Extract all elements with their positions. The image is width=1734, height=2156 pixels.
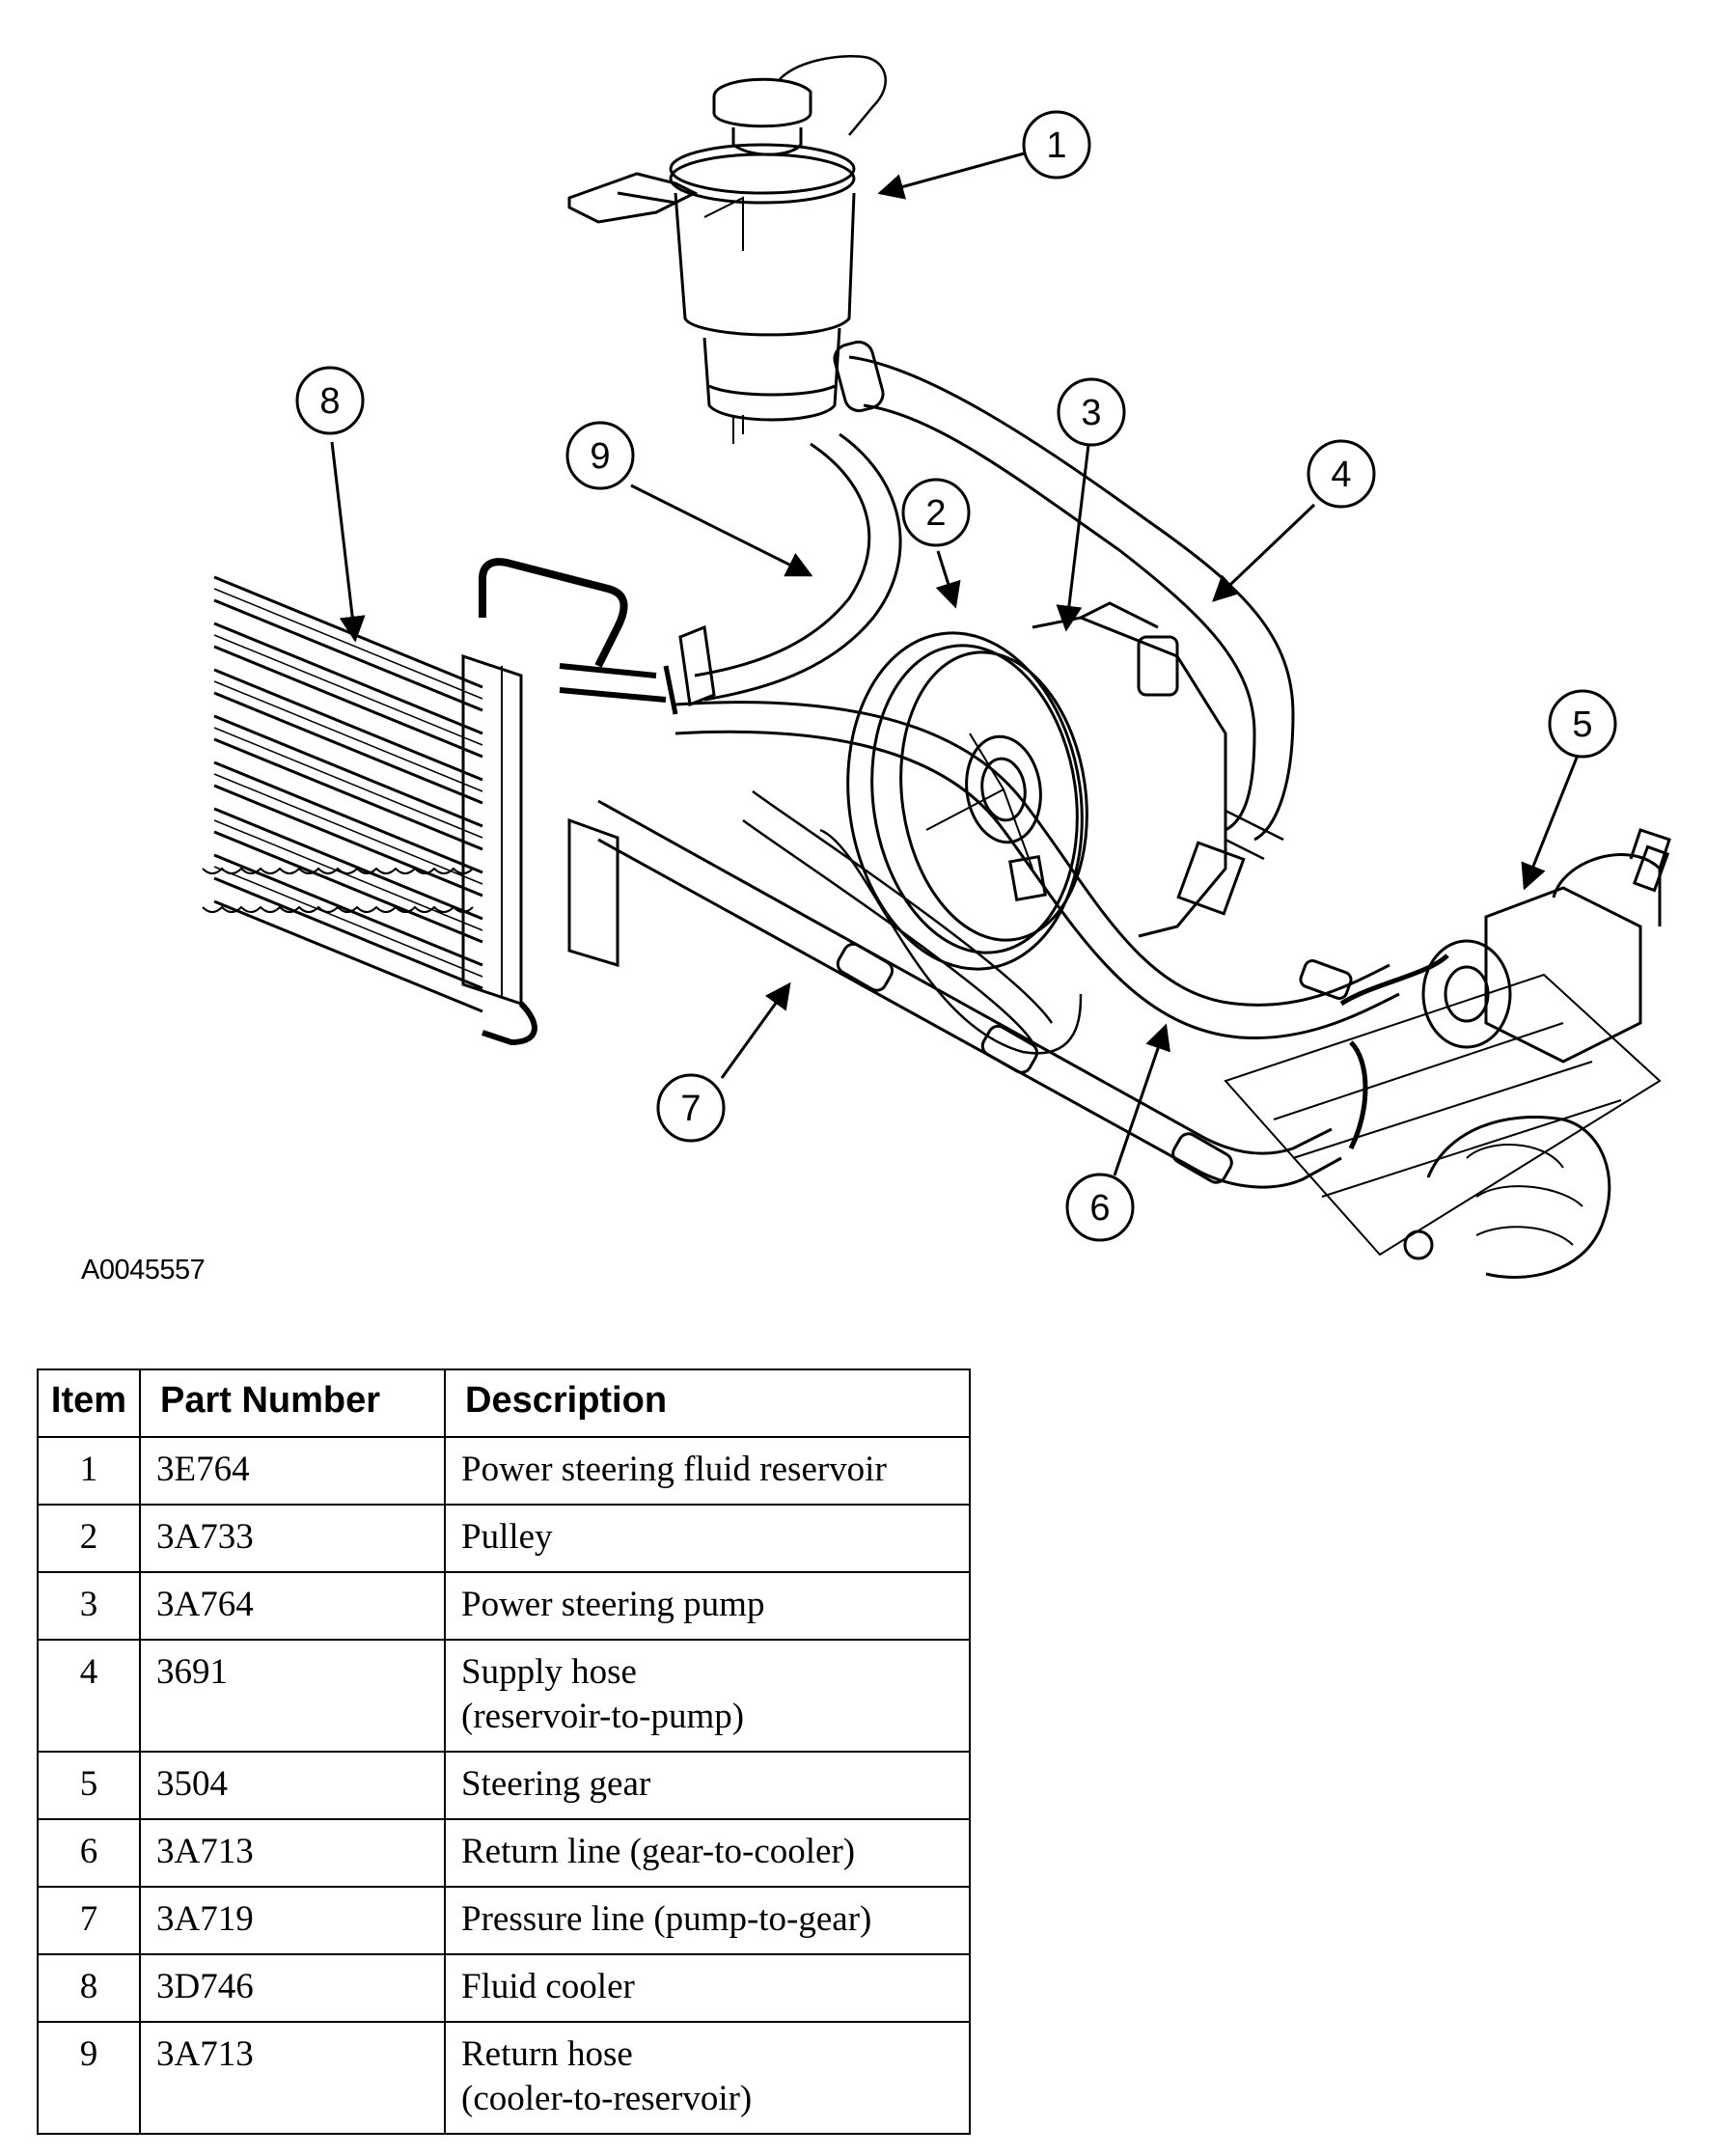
description-line: (cooler-to-reservoir) <box>461 2079 753 2118</box>
svg-text:4: 4 <box>1331 455 1351 495</box>
part-number-cell: 3A713 <box>139 2021 446 2135</box>
table-header-row: Item Part Number Description <box>37 1368 971 1438</box>
description-cell: Power steering fluid reservoir <box>444 1436 971 1506</box>
table-row: 9 3A713 Return hose (cooler-to-reservoir… <box>37 2021 971 2135</box>
return-hose-drawing <box>559 432 902 715</box>
callout-6: 6 <box>1065 1173 1135 1242</box>
description-line: Power steering fluid reservoir <box>461 1450 887 1489</box>
callout-4: 4 <box>1307 439 1376 509</box>
part-number-cell: 3A713 <box>139 1818 446 1888</box>
header-item: Item <box>37 1368 141 1438</box>
svg-text:2: 2 <box>925 493 946 534</box>
item-cell: 3 <box>37 1571 141 1641</box>
description-cell: Fluid cooler <box>444 1953 971 2023</box>
table-row: 8 3D746 Fluid cooler <box>37 1953 971 2023</box>
part-number-cell: 3A733 <box>139 1504 446 1573</box>
table-row: 3 3A764 Power steering pump <box>37 1571 971 1641</box>
callout-8: 8 <box>295 366 365 435</box>
part-number-cell: 3E764 <box>139 1436 446 1506</box>
callout-7: 7 <box>656 1073 726 1143</box>
description-cell: Supply hose (reservoir-to-pump) <box>444 1639 971 1753</box>
description-cell: Return hose (cooler-to-reservoir) <box>444 2021 971 2135</box>
svg-text:5: 5 <box>1572 705 1592 745</box>
part-number-cell: 3A719 <box>139 1886 446 1955</box>
callout-leaders <box>330 151 1583 1176</box>
description-line: Return line (gear-to-cooler) <box>461 1832 856 1871</box>
figure-id-label: A0045557 <box>81 1255 206 1285</box>
svg-text:9: 9 <box>590 436 610 477</box>
part-number-cell: 3691 <box>139 1639 446 1753</box>
reservoir-drawing <box>567 55 887 444</box>
item-cell: 5 <box>37 1751 141 1820</box>
description-line: Pulley <box>461 1517 553 1557</box>
part-number-cell: 3A764 <box>139 1571 446 1641</box>
table-row: 4 3691 Supply hose (reservoir-to-pump) <box>37 1639 971 1753</box>
description-line: Pressure line (pump-to-gear) <box>461 1899 872 1939</box>
item-cell: 2 <box>37 1504 141 1573</box>
item-cell: 4 <box>37 1639 141 1753</box>
item-cell: 9 <box>37 2021 141 2135</box>
steering-gear-drawing <box>1224 828 1671 1279</box>
pump-and-pulley-drawing <box>819 601 1246 1055</box>
description-line: (reservoir-to-pump) <box>461 1697 745 1736</box>
header-part-number: Part Number <box>139 1368 446 1438</box>
table-row: 5 3504 Steering gear <box>37 1751 971 1820</box>
svg-text:3: 3 <box>1081 393 1101 433</box>
item-cell: 1 <box>37 1436 141 1506</box>
header-description: Description <box>444 1368 971 1438</box>
item-cell: 7 <box>37 1886 141 1955</box>
description-cell: Power steering pump <box>444 1571 971 1641</box>
description-line: Power steering pump <box>461 1585 765 1624</box>
description-cell: Pressure line (pump-to-gear) <box>444 1886 971 1955</box>
callout-5: 5 <box>1548 689 1617 759</box>
part-number-cell: 3D746 <box>139 1953 446 2023</box>
description-cell: Steering gear <box>444 1751 971 1820</box>
description-line: Return hose <box>461 2034 633 2074</box>
callout-1: 1 <box>1022 110 1091 180</box>
parts-table: Item Part Number Description 1 3E764 Pow… <box>37 1368 971 2135</box>
callout-9: 9 <box>565 421 635 490</box>
svg-text:6: 6 <box>1089 1188 1110 1229</box>
callout-3: 3 <box>1057 377 1126 447</box>
description-cell: Pulley <box>444 1504 971 1573</box>
table-row: 2 3A733 Pulley <box>37 1504 971 1573</box>
svg-text:7: 7 <box>680 1089 701 1129</box>
fluid-cooler-drawing <box>202 558 628 1046</box>
svg-text:1: 1 <box>1046 125 1066 166</box>
item-cell: 8 <box>37 1953 141 2023</box>
callout-2: 2 <box>901 478 971 547</box>
part-number-cell: 3504 <box>139 1751 446 1820</box>
table-row: 7 3A719 Pressure line (pump-to-gear) <box>37 1886 971 1955</box>
exploded-view-illustration: 1 2 3 4 5 6 7 8 9 <box>202 55 1671 1279</box>
lines-drawing <box>597 701 1400 1189</box>
description-line: Steering gear <box>461 1764 651 1804</box>
description-line: Supply hose <box>461 1652 637 1692</box>
table-row: 1 3E764 Power steering fluid reservoir <box>37 1436 971 1506</box>
item-cell: 6 <box>37 1818 141 1888</box>
svg-text:8: 8 <box>319 381 340 422</box>
description-cell: Return line (gear-to-cooler) <box>444 1818 971 1888</box>
description-line: Fluid cooler <box>461 1967 635 2006</box>
table-row: 6 3A713 Return line (gear-to-cooler) <box>37 1818 971 1888</box>
